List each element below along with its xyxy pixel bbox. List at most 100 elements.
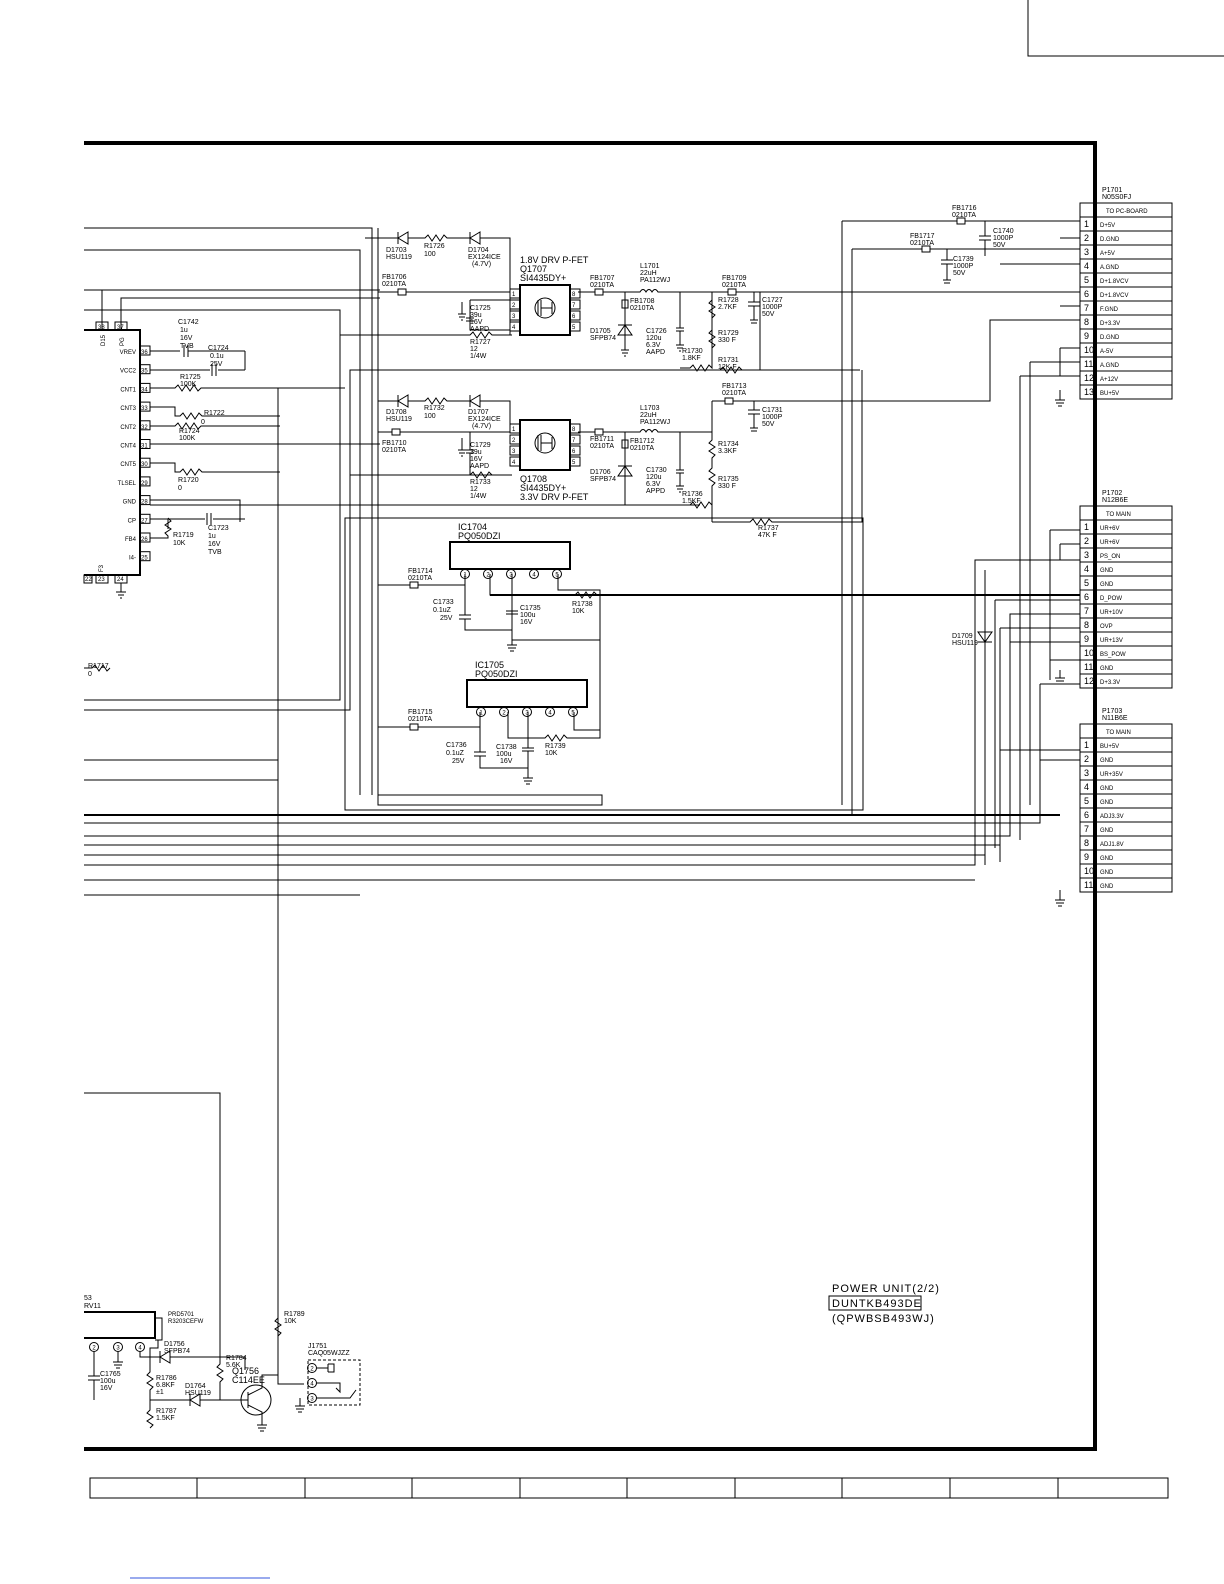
r1733-value: 12 — [470, 486, 478, 493]
fb1715-label: FB1715 — [408, 709, 433, 716]
r1784-label: R1784 — [226, 1355, 247, 1362]
fb1708-value: 0210TA — [630, 305, 654, 312]
reg-pin-circle — [483, 569, 493, 579]
ic-pin-name: CNT1 — [120, 387, 136, 393]
d1703-label: D1703 — [386, 247, 407, 254]
ic-pin-number: 28 — [141, 500, 148, 506]
connector-header: TO MAIN — [1106, 730, 1131, 736]
c1731-value: 1000P — [762, 414, 783, 421]
p1702-ref: P1702 — [1102, 490, 1122, 497]
d1764-label: D1764 — [185, 1383, 206, 1390]
fet-pin-box — [509, 456, 521, 467]
r1720-value: 0 — [178, 485, 182, 492]
connector-header: TO MAIN — [1106, 512, 1131, 518]
r1786-value: 6.8KF — [156, 1382, 175, 1389]
reg-pin-circle — [545, 707, 555, 717]
fb1717-value: 0210TA — [910, 240, 934, 247]
connector-pin-signal: UR+10V — [1100, 610, 1123, 616]
connector-pin-signal: D.GND — [1100, 335, 1120, 341]
icb-pin-circle — [113, 1342, 123, 1352]
connector-pin-signal: F.GND — [1100, 307, 1119, 313]
connector-pin-signal: UR+13V — [1100, 638, 1123, 644]
corner-box — [1027, 0, 1224, 57]
c1736-value: 0.1uZ — [446, 750, 465, 757]
ic-pin-box — [139, 476, 151, 487]
connector-pin-signal: D+1.8VCV — [1100, 293, 1129, 299]
c1731-voltage: 50V — [762, 421, 775, 428]
connector-pin-number: 4 — [1084, 261, 1089, 271]
connector-pin-number: 2 — [1084, 233, 1089, 243]
q1707-label: Q1707 — [520, 264, 547, 274]
d1756-value: SFPB74 — [164, 1348, 190, 1355]
fb1711-label: FB1711 — [590, 436, 614, 443]
connector-pin-number: 3 — [1084, 550, 1089, 560]
control-ic: 38 37 23 24 22 D15 PG F3 — [83, 289, 380, 599]
fet-pin-right: 8 — [572, 427, 576, 433]
connector-pin-signal: A.GND — [1100, 265, 1120, 271]
c1733-label: C1733 — [433, 599, 454, 606]
jack-pin-circle — [307, 1363, 317, 1373]
fet-pin-box — [569, 445, 581, 456]
fb1711-value: 0210TA — [590, 443, 614, 450]
fet-pin-left: 1 — [512, 427, 516, 433]
c1735-label: C1735 — [520, 605, 541, 612]
c1739-voltage: 50V — [953, 270, 966, 277]
connector-pin-number: 6 — [1084, 810, 1089, 820]
c1742-voltage: 16V — [180, 335, 193, 342]
c1765-label: C1765 — [100, 1371, 121, 1378]
connector-pin-signal: A-5V — [1100, 349, 1113, 355]
c1729-type: AAPD — [470, 463, 489, 470]
r1736-label: R1736 — [682, 491, 703, 498]
q1708-label: Q1708 — [520, 474, 547, 484]
prd5701-label: PRD5701 — [168, 1312, 195, 1318]
connector-pin-signal: ADJ1.8V — [1100, 842, 1124, 848]
connector-pin-signal: A.GND — [1100, 363, 1120, 369]
l1701-label: L1701 — [640, 263, 660, 270]
c1733-voltage: 25V — [440, 615, 453, 622]
part-number-box — [828, 1295, 922, 1311]
ic-top-label-pg: PG — [120, 337, 126, 346]
r1737-label: R1737 — [758, 525, 779, 532]
connector-pin-number: 2 — [1084, 754, 1089, 764]
fet-pin-left: 4 — [512, 460, 516, 466]
c1725-type: AAPD — [470, 326, 489, 333]
fb1713-value: 0210TA — [722, 390, 746, 397]
connector-pin-number: 7 — [1084, 824, 1089, 834]
reg-pin-circle — [552, 569, 562, 579]
d1705-label: D1705 — [590, 328, 611, 335]
fb1710-label: FB1710 — [382, 440, 407, 447]
c1738-voltage: 16V — [500, 758, 513, 765]
c1765-value: 100u — [100, 1378, 116, 1385]
fet-pin-left: 2 — [512, 303, 516, 309]
q1708-body — [519, 419, 571, 471]
c1723-voltage: 16V — [208, 541, 221, 548]
d1709-label: D1709 — [952, 633, 973, 640]
ic-side-components: C1742 1u 16V TVB C1724 0.1u 25V R1725 10… — [84, 319, 700, 678]
r1734-label: R1734 — [718, 441, 739, 448]
reg-pin-number: 3 — [509, 573, 513, 579]
r1735-label: R1735 — [718, 476, 739, 483]
fb1713-label: FB1713 — [722, 383, 747, 390]
fet-pin-box — [569, 456, 581, 467]
ic-pin-name: TLSEL — [118, 481, 137, 487]
c1724-value: 0.1u — [210, 353, 224, 360]
c1740-label: C1740 — [993, 228, 1014, 235]
r1719-value: 10K — [173, 540, 186, 547]
fet-pin-right: 5 — [572, 460, 576, 466]
r1738-value: 10K — [572, 608, 585, 615]
r1731-label: R1731 — [718, 357, 739, 364]
fet-pin-left: 1 — [512, 292, 516, 298]
reg-pin-circle — [529, 569, 539, 579]
fb1714-value: 0210TA — [408, 575, 432, 582]
c1742-label: C1742 — [178, 319, 199, 326]
r1726-label: R1726 — [424, 243, 445, 250]
connector-pin-number: 5 — [1084, 796, 1089, 806]
l1703-part: PA112WJ — [640, 419, 670, 426]
d1707-value: EX124ICE — [468, 416, 501, 423]
connector-pin-number: 13 — [1084, 387, 1094, 397]
connector-pin-signal: OVP — [1100, 624, 1113, 630]
r1721-value: 0 — [201, 419, 205, 426]
connector-pin-number: 8 — [1084, 838, 1089, 848]
r1732-value: 100 — [424, 413, 436, 420]
